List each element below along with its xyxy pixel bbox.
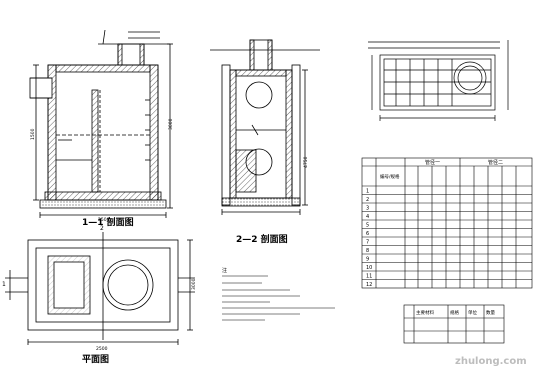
plan-view bbox=[5, 232, 195, 345]
dim-plan-bottom: 2500 bbox=[96, 346, 108, 352]
notes-header: 注 bbox=[222, 267, 227, 274]
notes-block bbox=[222, 275, 335, 321]
table-1-row-number: 8 bbox=[366, 248, 369, 254]
dim-s11-bottom: 2500 bbox=[98, 217, 110, 223]
rebar-detail bbox=[368, 40, 509, 121]
rebar-opening-circle bbox=[453, 61, 487, 95]
dim-s11-left: 1500 bbox=[30, 128, 36, 140]
title-plan: 平面图 bbox=[82, 354, 109, 365]
section-mark-2: 2 bbox=[100, 225, 104, 232]
table-1-group-2: 管径二 bbox=[488, 159, 503, 166]
dim-plan-right: 3000 bbox=[191, 278, 197, 290]
table-1-row-number: 1 bbox=[366, 189, 369, 195]
table-2-header-1: 规格 bbox=[450, 309, 459, 316]
plan-manhole-circle bbox=[102, 259, 154, 311]
table-2-header-2: 单位 bbox=[468, 309, 477, 316]
table-2-header-3: 数量 bbox=[486, 309, 495, 316]
table-2-title: 主要材料 bbox=[416, 309, 434, 316]
table-1 bbox=[361, 157, 533, 289]
section-1-1 bbox=[29, 29, 173, 218]
table-1-row-label: 编号/规格 bbox=[380, 173, 400, 180]
table-1-group-1: 管径一 bbox=[425, 159, 440, 166]
table-1-row-number: 3 bbox=[366, 206, 369, 212]
dim-s11-right: 3000 bbox=[168, 118, 174, 130]
table-1-row-number: 5 bbox=[366, 223, 369, 229]
table-1-row-number: 11 bbox=[366, 274, 372, 280]
table-1-row-number: 4 bbox=[366, 214, 369, 220]
table-2 bbox=[403, 304, 505, 344]
title-section-1-1: 1—1 剖面图 bbox=[82, 216, 134, 228]
section-mark-1: 1 bbox=[2, 281, 6, 288]
pipe-circle-upper bbox=[245, 81, 273, 109]
table-1-row-number: 2 bbox=[366, 197, 369, 203]
title-section-2-2: 2—2 剖面图 bbox=[236, 233, 288, 245]
watermark: zhulong.com bbox=[455, 356, 527, 367]
table-1-row-number: 12 bbox=[366, 282, 372, 288]
table-1-row-number: 9 bbox=[366, 257, 369, 263]
section-2-2 bbox=[210, 39, 320, 215]
dim-s22-right: 4750 bbox=[303, 156, 309, 168]
chamber-outline-1-1 bbox=[47, 64, 159, 201]
table-1-row-number: 6 bbox=[366, 231, 369, 237]
table-1-row-number: 10 bbox=[366, 265, 372, 271]
table-1-row-number: 7 bbox=[366, 240, 369, 246]
